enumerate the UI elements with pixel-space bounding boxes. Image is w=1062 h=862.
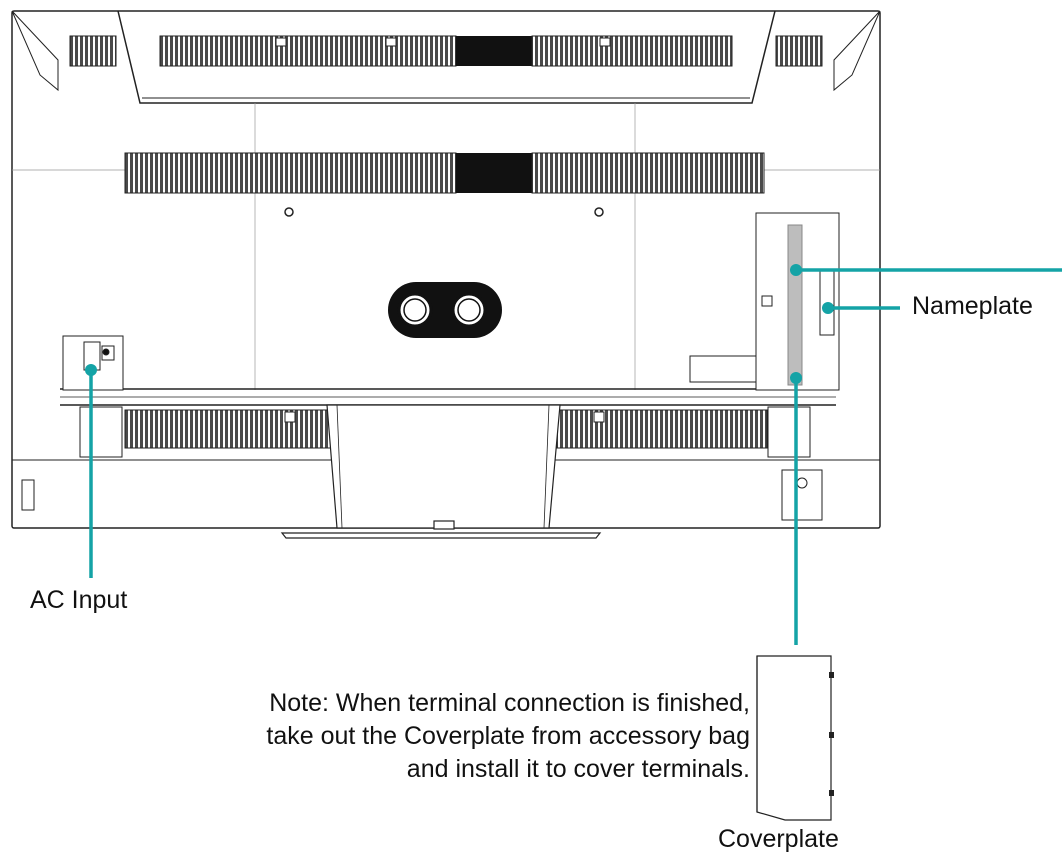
nameplate-label: Nameplate: [912, 292, 1033, 320]
vent-bottom-right: [556, 409, 768, 449]
coverplate-outline: [756, 655, 832, 821]
note-line-3: and install it to cover terminals.: [406, 755, 750, 783]
vent-top-right-small: [775, 35, 823, 67]
vent-middle-right: [531, 152, 765, 194]
vent-top-center-right: [531, 35, 733, 67]
bottom-vents: [124, 409, 768, 449]
ac-input-label: AC Input: [30, 586, 128, 614]
stand: [280, 404, 602, 539]
vent-top-center-left: [159, 35, 457, 67]
installation-note: Note: When terminal connection is finish…: [266, 687, 750, 786]
stand-base-knob: [433, 520, 455, 530]
terminal-port-strip: [787, 224, 803, 386]
wall-mount-hole-left: [284, 207, 294, 217]
callout-dot-nameplate: [822, 302, 834, 314]
terminal-module: [689, 212, 840, 391]
stand-neck-line-left: [336, 404, 343, 529]
middle-vents: [124, 152, 765, 217]
tv-small-port-left: [21, 479, 35, 511]
terminal-small-box: [689, 355, 757, 383]
vent-top-tab-2: [385, 37, 397, 47]
stand-neck-line-right: [543, 404, 550, 529]
note-line-1: Note: When terminal connection is finish…: [269, 689, 750, 717]
stand-neck: [326, 404, 561, 529]
vent-top-tab-1: [275, 37, 287, 47]
vent-top-tab-3: [599, 37, 611, 47]
terminal-side-tab: [761, 295, 773, 307]
note-line-2: take out the Coverplate from accessory b…: [266, 722, 750, 750]
center-mount-hole-right-inner: [457, 298, 481, 322]
vent-bottom-left: [124, 409, 338, 449]
callout-lines: [89, 268, 1062, 645]
vent-middle-block: [456, 153, 532, 193]
vent-middle-left: [124, 152, 457, 194]
ac-input-module: [62, 335, 124, 391]
tv-top-bevel: [117, 10, 776, 104]
ac-input-indicator: [102, 348, 110, 356]
wall-mount-hole-right: [594, 207, 604, 217]
callout-dots: [85, 264, 834, 384]
callout-dot-terminal: [790, 264, 802, 276]
tv-bottom-right-block: [767, 406, 811, 458]
tv-bottom-left-block: [79, 406, 123, 458]
tv-right-corner: [833, 10, 881, 92]
tv-screw-bottom-right: [796, 477, 808, 489]
vent-top-center-block: [456, 36, 532, 66]
coverplate-label: Coverplate: [718, 825, 839, 853]
callout-dot-ac-input: [85, 364, 97, 376]
coverplate-pin-3: [829, 790, 834, 796]
tv-bottom-right-bracket: [781, 469, 823, 521]
coverplate-pin-1: [829, 672, 834, 678]
vent-bottom-tab-right: [593, 411, 605, 423]
stand-base: [280, 532, 602, 539]
center-mount-hole-left-inner: [403, 298, 427, 322]
coverplate-drawing: [756, 655, 834, 821]
tv-left-corner: [11, 10, 59, 92]
top-vents: [69, 35, 823, 67]
coverplate-pin-2: [829, 732, 834, 738]
vent-top-left-small: [69, 35, 117, 67]
center-mount: [388, 282, 502, 338]
callout-dot-coverplate: [790, 372, 802, 384]
vent-bottom-tab-left: [284, 411, 296, 423]
